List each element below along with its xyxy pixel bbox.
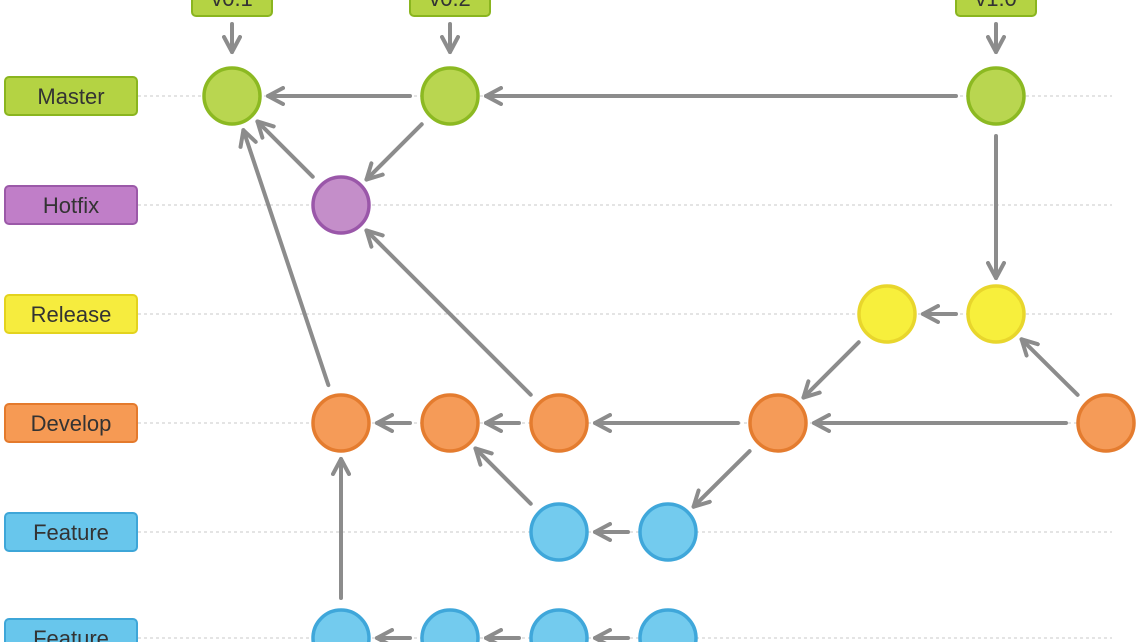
commit-node-fb3: [529, 608, 589, 642]
commit-node-d5: [1076, 393, 1136, 453]
version-tag-t1: v0.1: [191, 0, 273, 54]
version-tag-text: v0.1: [211, 0, 253, 11]
branch-label-feature1: Feature: [4, 512, 138, 552]
version-tag-box: [955, 0, 1037, 17]
branch-label-master: Master: [4, 76, 138, 116]
branch-label-box: [4, 618, 138, 642]
branch-label-box: [4, 76, 138, 116]
commit-node-r2: [966, 284, 1026, 344]
arrow-d1-to-m1: [238, 128, 331, 388]
commit-node-fb2: [420, 608, 480, 642]
branch-label-text: Feature: [33, 626, 109, 642]
branch-label-box: [4, 512, 138, 552]
commit-node-d1: [311, 393, 371, 453]
version-tag-text: v1.0: [975, 0, 1017, 11]
branch-label-develop: Develop: [4, 403, 138, 443]
commit-arrows: [238, 86, 1080, 642]
branch-label-text: Hotfix: [43, 193, 99, 218]
version-tag-t2: v0.2: [409, 0, 491, 54]
commit-node-m1: [202, 66, 262, 126]
commit-nodes: [202, 66, 1136, 642]
branch-label-text: Release: [31, 302, 112, 327]
version-tag-box: [409, 0, 491, 17]
commit-node-fb4: [638, 608, 698, 642]
branch-label-box: [4, 403, 138, 443]
arrow-fa1-to-d2: [473, 446, 533, 506]
version-tag-box: [191, 0, 273, 17]
commit-node-m3: [966, 66, 1026, 126]
branch-label-text: Develop: [31, 411, 112, 436]
commit-node-fa1: [529, 502, 589, 562]
commit-node-d4: [748, 393, 808, 453]
lane-lines: [138, 95, 1112, 639]
commit-node-d2: [420, 393, 480, 453]
commit-node-r1: [857, 284, 917, 344]
commit-node-fb1: [311, 608, 371, 642]
branch-label-feature2: Feature: [4, 618, 138, 642]
version-tag-text: v0.2: [429, 0, 471, 11]
branch-label-text: Master: [37, 84, 104, 109]
commit-node-m2: [420, 66, 480, 126]
arrow-d5-to-r2: [1019, 337, 1080, 397]
version-tags: v0.1 v0.2 v1.0: [191, 0, 1037, 54]
branch-label-release: Release: [4, 294, 138, 334]
arrow-h1-to-m1: [255, 119, 315, 179]
branch-label-box: [4, 185, 138, 225]
arrow-d4-to-fa2: [691, 449, 752, 509]
arrow-r1-to-d4: [801, 340, 861, 400]
branch-label-hotfix: Hotfix: [4, 185, 138, 225]
branch-label-box: [4, 294, 138, 334]
commit-node-h1: [311, 175, 371, 235]
version-tag-t3: v1.0: [955, 0, 1037, 54]
arrow-m2-to-h1: [364, 122, 424, 182]
commit-node-fa2: [638, 502, 698, 562]
commit-node-d3: [529, 393, 589, 453]
arrow-d3-to-h1: [364, 228, 533, 397]
branch-label-text: Feature: [33, 520, 109, 545]
